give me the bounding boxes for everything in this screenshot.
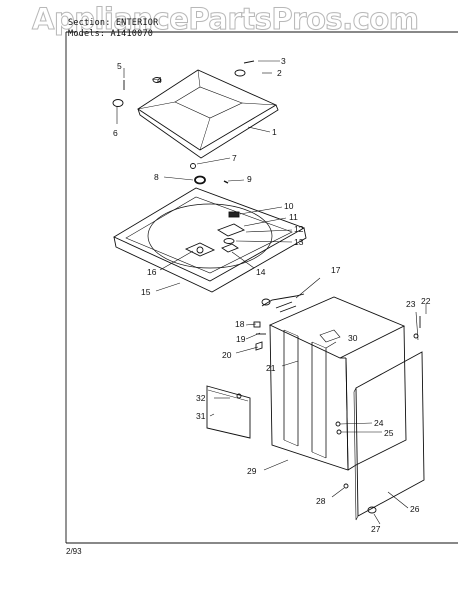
callout-10: 10 (284, 201, 294, 211)
page-frame (65, 31, 458, 544)
leader-lines (116, 60, 427, 525)
callout-31: 31 (196, 411, 206, 421)
hinge-parts (112, 60, 255, 107)
revision-date: 2/93 (66, 547, 82, 556)
callout-27: 27 (371, 524, 381, 534)
cabinet (268, 296, 407, 471)
callout-23: 23 (406, 299, 416, 309)
callout-9: 9 (247, 174, 252, 184)
callout-30: 30 (348, 333, 358, 343)
top-panel (113, 187, 307, 293)
callout-7: 7 (232, 153, 237, 163)
callout-28: 28 (316, 496, 326, 506)
brackets (253, 321, 266, 351)
callout-1: 1 (272, 127, 277, 137)
callout-24: 24 (374, 418, 384, 428)
model-number: Models: A1410070 (68, 29, 154, 39)
callout-16: 16 (147, 267, 157, 277)
callout-19: 19 (236, 334, 246, 344)
section-title: Section: ENTERIOR (68, 18, 159, 28)
side-panel (206, 385, 251, 439)
callout-15: 15 (141, 287, 151, 297)
watermark-logo: AppliancePartsPros.com (31, 2, 419, 37)
callout-8: 8 (154, 172, 159, 182)
callout-32: 32 (196, 393, 206, 403)
callout-22: 22 (421, 296, 431, 306)
fasteners (236, 316, 421, 514)
callout-25: 25 (384, 428, 394, 438)
screw-9 (223, 180, 229, 184)
switch-parts (216, 211, 246, 253)
callout-17: 17 (331, 265, 341, 275)
callout-29: 29 (247, 466, 257, 476)
callout-2: 2 (277, 68, 282, 78)
callout-11: 11 (289, 212, 298, 222)
rear-panel (353, 351, 425, 521)
callout-4: 4 (157, 75, 162, 85)
callout-18: 18 (235, 319, 245, 329)
callout-5: 5 (117, 61, 122, 71)
grommet (190, 163, 196, 169)
callout-21: 21 (266, 363, 276, 373)
seal-ring (194, 175, 206, 185)
callout-20: 20 (222, 350, 232, 360)
callout-12: 12 (294, 224, 304, 234)
callout-3: 3 (281, 56, 286, 66)
callout-6: 6 (113, 128, 118, 138)
callout-13: 13 (294, 237, 304, 247)
callout-26: 26 (410, 504, 420, 514)
lid-cover (137, 69, 279, 159)
harness (261, 293, 305, 313)
callout-14: 14 (256, 267, 266, 277)
